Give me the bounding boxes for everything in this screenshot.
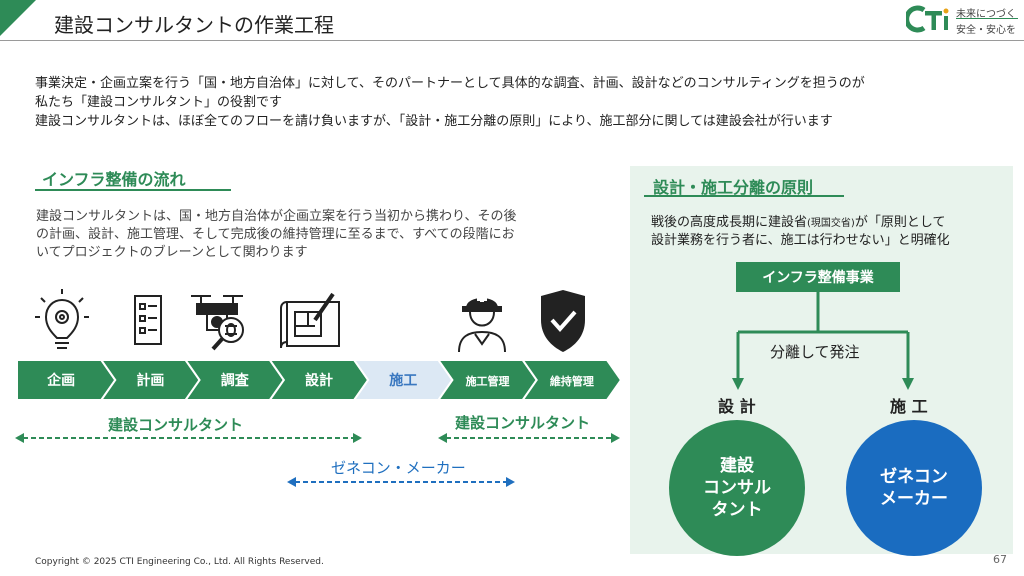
infra-project-box: インフラ整備事業 [736,262,900,292]
infra-flow-heading-rule [35,189,231,191]
flow-step-label: 調査 [221,372,250,389]
header-accent-triangle [0,0,36,36]
principle-heading: 設計・施工分離の原則 [653,178,814,197]
flow-step-shape [521,360,621,400]
engineer-helmet-icon [458,296,506,353]
consultant-circle-line-2: コンサル [703,478,771,498]
consultant-circle-line-3: タント [711,500,763,520]
copyright-text: Copyright © 2025 CTI Engineering Co., Lt… [35,557,324,567]
lightbulb-gear-icon [35,289,89,349]
checklist-icon [134,295,162,345]
page-title: 建設コンサルタントの作業工程 [54,13,334,37]
flow-step-shape [184,360,286,400]
flow-step-label: 維持管理 [550,374,594,388]
infra-desc-line-2: の計画、設計、施工管理、そして完成後の維持管理に至るまで、すべての段階にお [36,227,515,242]
flow-step-label: 施工 [389,372,417,389]
flow-step-shape [437,360,538,400]
blueprint-pencil-icon [280,292,340,349]
shield-check-icon [541,290,585,352]
principle-heading-rule [644,195,844,197]
drone-inspection-icon [191,295,244,351]
consultant-span-label-right: 建設コンサルタント [455,414,591,432]
flow-step-shape [17,360,117,400]
intro-line-2: 私たち「建設コンサルタント」の役割です [35,95,283,110]
intro-line-3: 建設コンサルタントは、ほぼ全てのフローを請け負いますが、「設計・施工分離の原則」… [35,114,833,129]
split-order-label: 分離して発注 [766,341,864,362]
principle-text-line-2: 設計業務を行う者に、施工は行わせない」と明確化 [651,233,950,248]
logo-tagline-2: 安全・安心を [956,25,1016,36]
cti-logo-icon [906,5,949,33]
intro-line-1: 事業決定・企画立案を行う「国・地方自治体」に対して、そのパートナーとして具体的な… [35,76,865,91]
process-icons [35,289,585,353]
flow-step-label: 計画 [136,372,164,389]
page-number: 67 [993,553,1007,566]
flow-step-label: 施工管理 [466,374,510,388]
logo-tagline-rule [956,18,1018,19]
flow-step-label: 企画 [46,372,75,389]
consultant-span-arrow-left [15,433,362,443]
consultant-span-label-left: 建設コンサルタント [108,416,244,434]
construction-column-heading: 施 工 [890,397,928,416]
flow-step-shape [100,360,201,400]
principle-text-line-1: 戦後の高度成長期に建設省(現国交省)が「原則として [651,215,946,230]
design-column-heading: 設 計 [718,397,756,416]
infra-flow-heading: インフラ整備の流れ [42,170,186,189]
genecon-span-label: ゼネコン・メーカー [331,459,466,477]
flow-step-label: 設計 [305,372,333,389]
genecon-circle: ゼネコン メーカー [846,420,982,556]
genecon-span-arrow [287,477,515,487]
consultant-circle-line-1: 建設 [720,456,754,476]
genecon-circle-line-2: メーカー [880,489,948,509]
infra-desc-line-3: いてプロジェクトのブレーンとして関わります [36,245,308,260]
infra-desc-line-1: 建設コンサルタントは、国・地方自治体が企画立案を行う当初から携わり、その後 [36,209,517,224]
process-flow: 企画 計画 調査 設計 施工 施工管理 維持管理 [17,360,621,400]
logo-tagline-1: 未来につづく [956,9,1016,20]
consultant-circle: 建設 コンサル タント [669,420,805,556]
consultant-span-arrow-right [438,433,620,443]
flow-step-shape [268,360,370,400]
genecon-circle-line-1: ゼネコン [880,467,948,487]
flow-step-shape [352,360,454,400]
header-divider [0,40,1024,41]
split-order-connector [732,292,914,390]
